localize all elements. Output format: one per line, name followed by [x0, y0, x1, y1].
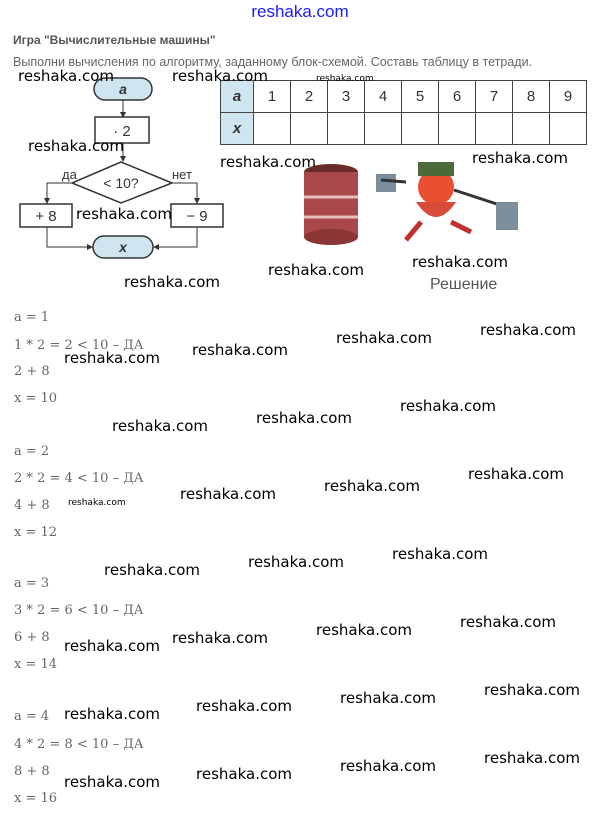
- watermark: reshaka.com: [196, 765, 292, 783]
- table-row-a: a 1 2 3 4 5 6 7 8 9: [220, 80, 587, 113]
- solution-line: x = 10: [14, 391, 58, 406]
- table-cell: 8: [512, 80, 550, 113]
- table-cell: 3: [327, 80, 365, 113]
- watermark: reshaka.com: [172, 629, 268, 647]
- solution-line: 1 * 2 = 2 < 10 – ДА: [14, 338, 144, 353]
- watermark: reshaka.com: [484, 749, 580, 767]
- flowchart-end-label: x: [118, 239, 128, 255]
- solution-line: x = 14: [14, 657, 58, 672]
- watermark: reshaka.com: [192, 341, 288, 359]
- watermark: reshaka.com: [64, 705, 160, 723]
- table-cell: [401, 112, 439, 145]
- solution-line: a = 2: [14, 444, 50, 459]
- table-cell: [438, 112, 476, 145]
- flowchart-no-label: нет: [172, 167, 192, 182]
- flowchart-condition: [70, 161, 175, 204]
- watermark: reshaka.com: [392, 545, 488, 563]
- row-a-header: a: [220, 80, 254, 113]
- watermark: reshaka.com: [124, 273, 220, 291]
- watermark: reshaka.com: [28, 137, 124, 155]
- watermark: reshaka.com: [340, 757, 436, 775]
- watermark: reshaka.com: [248, 553, 344, 571]
- table-cell: 9: [549, 80, 587, 113]
- table-cell: [549, 112, 587, 145]
- flowchart-start-label: a: [119, 81, 127, 97]
- solution-line: 4 + 8: [14, 498, 50, 513]
- flowchart-multiply-box: [94, 116, 150, 144]
- watermark: reshaka.com: [480, 321, 576, 339]
- solution-line: 2 + 8: [14, 364, 50, 379]
- solution-line: x = 16: [14, 791, 58, 806]
- table-cell: 4: [364, 80, 402, 113]
- watermark: reshaka.com: [324, 477, 420, 495]
- table-cell: 6: [438, 80, 476, 113]
- solution-heading: Решение: [430, 276, 498, 293]
- watermark: reshaka.com: [196, 697, 292, 715]
- table-cell: [253, 112, 291, 145]
- table-cell: [290, 112, 328, 145]
- watermark: reshaka.com: [172, 67, 268, 85]
- watermark: reshaka.com: [220, 153, 316, 171]
- flowchart-yes-label: да: [62, 167, 78, 182]
- clown-barrel-illustration: [304, 162, 518, 245]
- watermark: reshaka.com: [340, 689, 436, 707]
- watermark: reshaka.com: [18, 67, 114, 85]
- solution-line: 6 + 8: [14, 630, 50, 645]
- flowchart-end: [92, 235, 154, 259]
- solution-line: a = 3: [14, 576, 50, 591]
- solution-line: 2 * 2 = 4 < 10 – ДА: [14, 471, 144, 486]
- site-header-link[interactable]: reshaka.com: [251, 2, 349, 21]
- watermark: reshaka.com: [64, 349, 160, 367]
- watermark: reshaka.com: [180, 485, 276, 503]
- solution-line: x = 12: [14, 525, 58, 540]
- watermark: reshaka.com: [472, 149, 568, 167]
- watermark: reshaka.com: [460, 613, 556, 631]
- table-cell: 1: [253, 80, 291, 113]
- watermark: reshaka.com: [64, 637, 160, 655]
- flowchart-add-label: + 8: [35, 208, 56, 225]
- table-row-x: x: [220, 112, 587, 145]
- flowchart-condition-label: < 10?: [103, 175, 139, 191]
- watermark: reshaka.com: [316, 621, 412, 639]
- table-cell: [364, 112, 402, 145]
- watermark: reshaka.com: [316, 74, 374, 84]
- table-cell: [327, 112, 365, 145]
- watermark: reshaka.com: [336, 329, 432, 347]
- solution-line: 8 + 8: [14, 764, 50, 779]
- row-x-header: x: [220, 112, 254, 145]
- watermark: reshaka.com: [256, 409, 352, 427]
- watermark: reshaka.com: [484, 681, 580, 699]
- watermark: reshaka.com: [468, 465, 564, 483]
- solution-line: 3 * 2 = 6 < 10 – ДА: [14, 603, 144, 618]
- solution-line: a = 4: [14, 709, 50, 724]
- table-cell: [475, 112, 513, 145]
- flowchart-multiply-label: · 2: [113, 123, 131, 140]
- exercise-title: Игра "Вычислительные машины": [13, 33, 216, 47]
- watermark: reshaka.com: [400, 397, 496, 415]
- table-cell: 2: [290, 80, 328, 113]
- watermark: reshaka.com: [104, 561, 200, 579]
- watermark: reshaka.com: [68, 498, 126, 508]
- table-cell: [512, 112, 550, 145]
- watermark: reshaka.com: [76, 205, 172, 223]
- watermark: reshaka.com: [412, 253, 508, 271]
- watermark: reshaka.com: [112, 417, 208, 435]
- table-cell: 5: [401, 80, 439, 113]
- flowchart-subtract-label: − 9: [186, 208, 207, 225]
- exercise-task: Выполни вычисления по алгоритму, заданно…: [13, 55, 533, 69]
- watermark: reshaka.com: [268, 261, 364, 279]
- values-table: a 1 2 3 4 5 6 7 8 9 x: [220, 80, 587, 145]
- flowchart: a · 2 < 10? да нет + 8 − 9 x: [19, 77, 224, 259]
- solution-line: 4 * 2 = 8 < 10 – ДА: [14, 737, 144, 752]
- watermark: reshaka.com: [64, 773, 160, 791]
- table-cell: 7: [475, 80, 513, 113]
- solution-line: a = 1: [14, 310, 50, 325]
- flowchart-add-box: [19, 203, 73, 228]
